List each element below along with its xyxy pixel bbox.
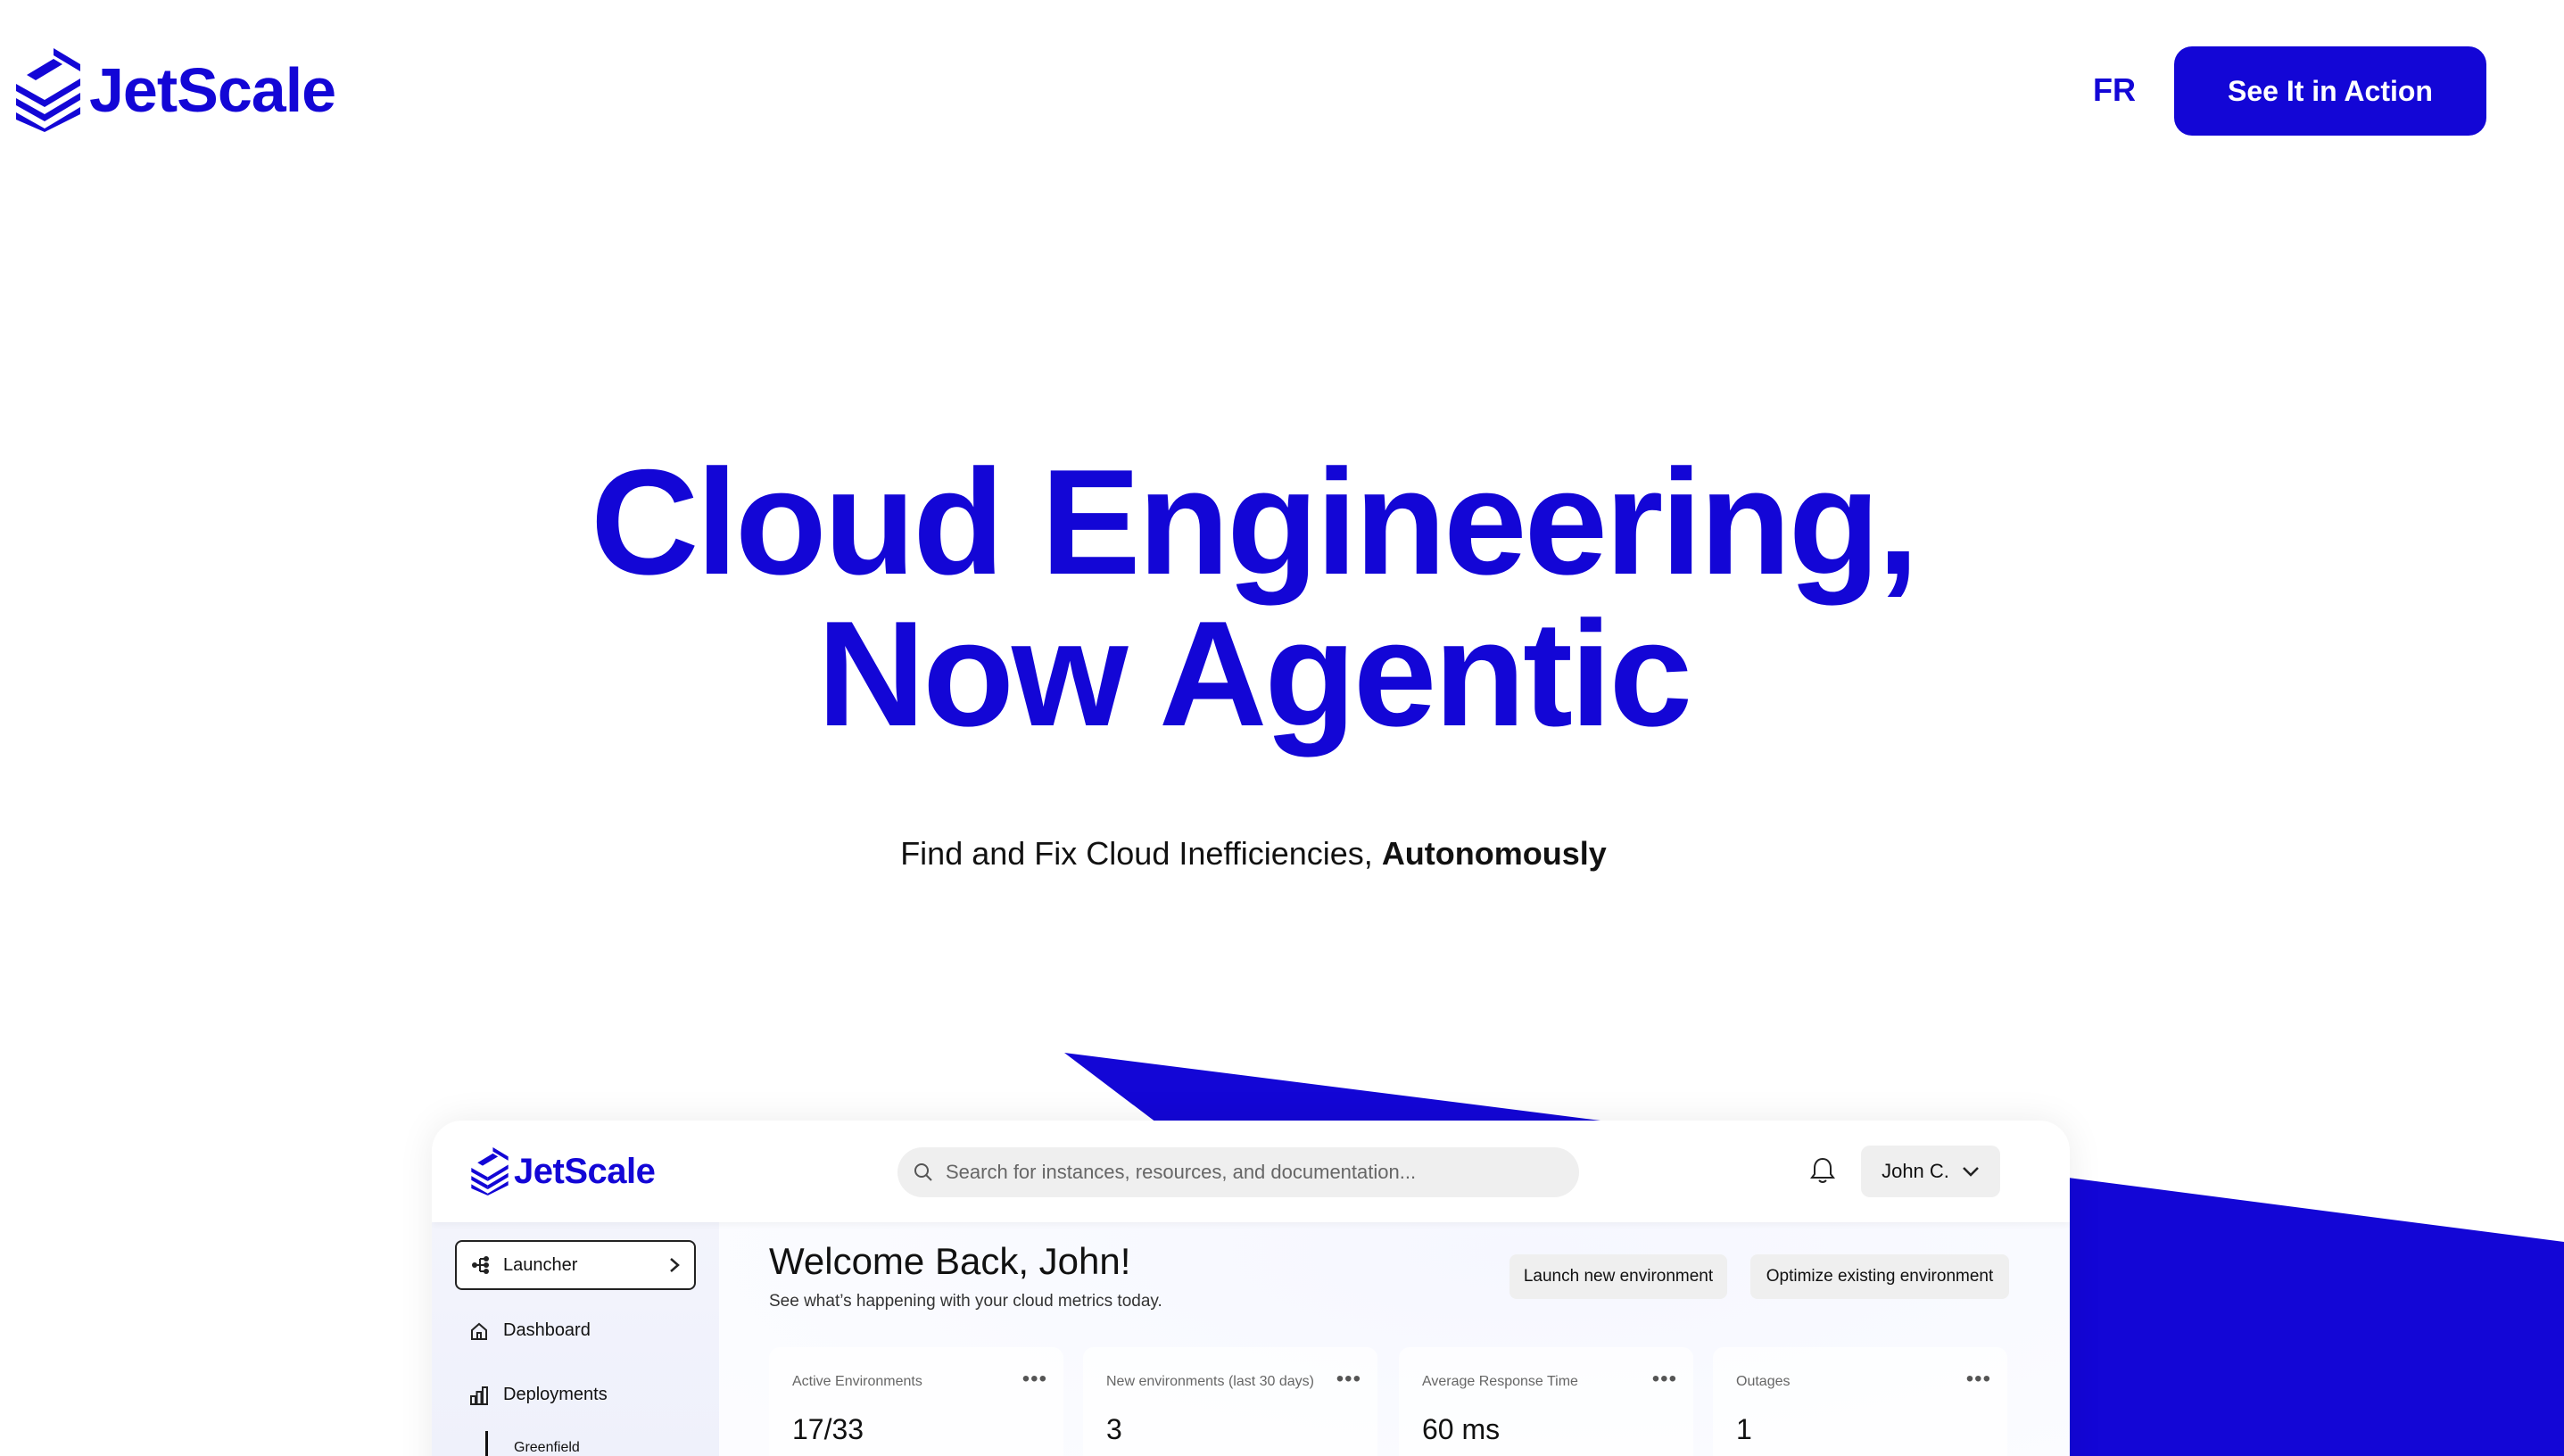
more-icon[interactable]: ••• xyxy=(1021,1367,1047,1391)
launcher-label: Launcher xyxy=(503,1254,578,1275)
sidebar-item-deployments[interactable]: Deployments xyxy=(469,1385,608,1405)
search-bar[interactable] xyxy=(897,1147,1579,1197)
welcome-heading: Welcome Back, John! xyxy=(769,1240,1131,1282)
metric-value: 1 xyxy=(1736,1413,1752,1445)
metric-title: New environments (last 30 days) xyxy=(1106,1374,1314,1389)
hero-title-line-2: Now Agentic xyxy=(816,590,1692,757)
home-icon xyxy=(471,1322,487,1340)
chevron-down-icon xyxy=(1963,1167,1979,1177)
tree-line xyxy=(485,1431,488,1456)
sidebar-sub-item-greenfield[interactable]: Greenfield xyxy=(514,1440,580,1455)
metric-card: Outages ••• 1 xyxy=(1713,1347,2007,1456)
hero-subtitle-text: Find and Fix Cloud Inefficiencies, xyxy=(900,835,1382,872)
search-input[interactable] xyxy=(946,1161,1552,1184)
metric-value: 17/33 xyxy=(792,1413,864,1445)
see-it-in-action-button[interactable]: See It in Action xyxy=(2174,46,2486,136)
language-switch[interactable]: FR xyxy=(2093,71,2136,108)
brand-name: JetScale xyxy=(89,55,336,125)
chevron-right-icon xyxy=(670,1258,680,1272)
metric-title: Average Response Time xyxy=(1422,1374,1578,1389)
metric-card: Average Response Time ••• 60 ms xyxy=(1399,1347,1693,1456)
logo-icon xyxy=(16,48,80,132)
metric-card: Active Environments ••• 17/33 xyxy=(769,1347,1063,1456)
more-icon[interactable]: ••• xyxy=(1651,1367,1677,1391)
metric-card: New environments (last 30 days) ••• 3 xyxy=(1083,1347,1377,1456)
hero-subtitle-emphasis: Autonomously xyxy=(1381,835,1607,872)
search-icon xyxy=(914,1163,932,1181)
hero-title-line-1: Cloud Engineering, xyxy=(591,438,1919,606)
user-name: John C. xyxy=(1882,1160,1949,1182)
metric-value: 3 xyxy=(1106,1413,1122,1445)
app-logo-text: JetScale xyxy=(514,1151,656,1191)
metric-title: Active Environments xyxy=(792,1374,922,1389)
welcome-subtext: See what’s happening with your cloud met… xyxy=(769,1292,1162,1311)
bell-icon[interactable] xyxy=(1809,1156,1836,1185)
sidebar-item-dashboard[interactable]: Dashboard xyxy=(469,1320,591,1341)
metric-value: 60 ms xyxy=(1422,1413,1501,1445)
app-header: JetScale John C. xyxy=(432,1121,2070,1222)
app-logo[interactable]: JetScale xyxy=(471,1147,656,1195)
launch-environment-button[interactable]: Launch new environment xyxy=(1509,1254,1727,1299)
app-preview: JetScale John C. xyxy=(432,1121,2070,1456)
hero-subtitle: Find and Fix Cloud Inefficiencies, Auton… xyxy=(0,835,2507,873)
sidebar-item-label: Dashboard xyxy=(503,1320,591,1340)
metric-title: Outages xyxy=(1736,1374,1791,1389)
more-icon[interactable]: ••• xyxy=(1965,1367,1991,1391)
app-logo-icon xyxy=(471,1147,509,1195)
user-menu[interactable]: John C. xyxy=(1861,1146,2000,1197)
launcher-icon xyxy=(472,1256,489,1274)
sidebar-item-label: Deployments xyxy=(503,1385,608,1404)
bar-chart-icon xyxy=(470,1386,488,1405)
brand-logo[interactable]: JetScale xyxy=(16,48,336,132)
hero-title: Cloud Engineering, Now Agentic xyxy=(0,446,2507,749)
more-icon[interactable]: ••• xyxy=(1336,1367,1361,1391)
optimize-environment-button[interactable]: Optimize existing environment xyxy=(1750,1254,2009,1299)
launcher-button[interactable]: Launcher xyxy=(455,1240,696,1290)
